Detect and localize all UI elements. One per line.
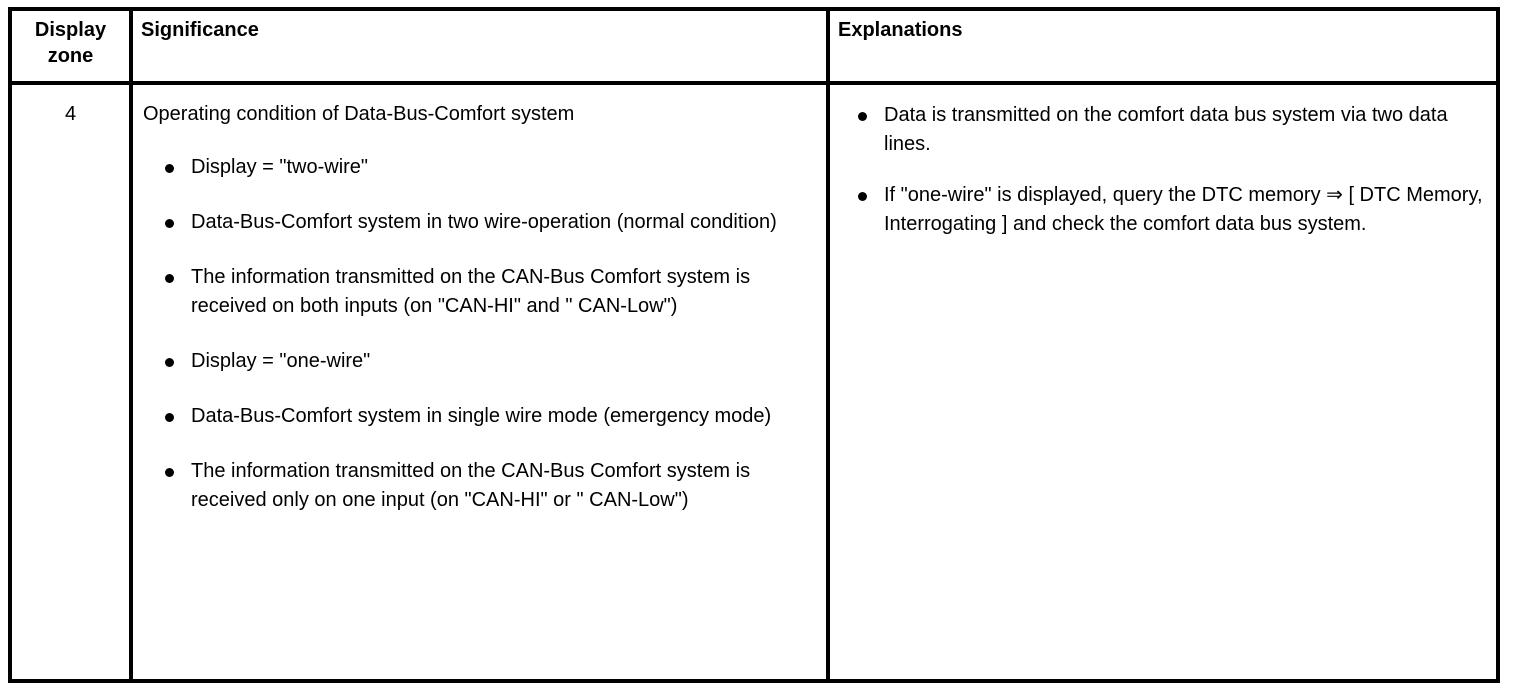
header-cell-explanations: Explanations (830, 11, 1496, 81)
cell-explanations: Data is transmitted on the comfort data … (830, 85, 1496, 679)
header-cell-significance: Significance (133, 11, 830, 81)
header-display-zone-line2: zone (47, 45, 94, 67)
list-item: The information transmitted on the CAN-B… (139, 457, 812, 515)
header-explanations: Explanations (838, 19, 963, 41)
table-row: 4 Operating condition of Data-Bus-Comfor… (12, 85, 1496, 679)
list-item: Display = "two-wire" (139, 153, 812, 182)
header-display-zone-line1: Display (34, 19, 107, 41)
cell-significance: Operating condition of Data-Bus-Comfort … (133, 85, 830, 679)
display-zone-value: 4 (64, 103, 77, 125)
list-item: Data-Bus-Comfort system in two wire-oper… (139, 208, 812, 237)
header-significance: Significance (141, 19, 259, 41)
list-item: If "one-wire" is displayed, query the DT… (836, 181, 1486, 239)
list-item: Display = "one-wire" (139, 347, 812, 376)
header-cell-display-zone: Display zone (12, 11, 133, 81)
significance-bullet-list: Display = "two-wire" Data-Bus-Comfort sy… (139, 153, 812, 515)
display-zone-table: Display zone Significance Explanations 4… (8, 7, 1500, 683)
explanations-bullet-list: Data is transmitted on the comfort data … (836, 101, 1486, 239)
list-item: The information transmitted on the CAN-B… (139, 263, 812, 321)
cell-display-zone: 4 (12, 85, 133, 679)
significance-intro: Operating condition of Data-Bus-Comfort … (143, 103, 575, 125)
list-item: Data is transmitted on the comfort data … (836, 101, 1486, 159)
list-item: Data-Bus-Comfort system in single wire m… (139, 402, 812, 431)
table-header-row: Display zone Significance Explanations (12, 11, 1496, 85)
